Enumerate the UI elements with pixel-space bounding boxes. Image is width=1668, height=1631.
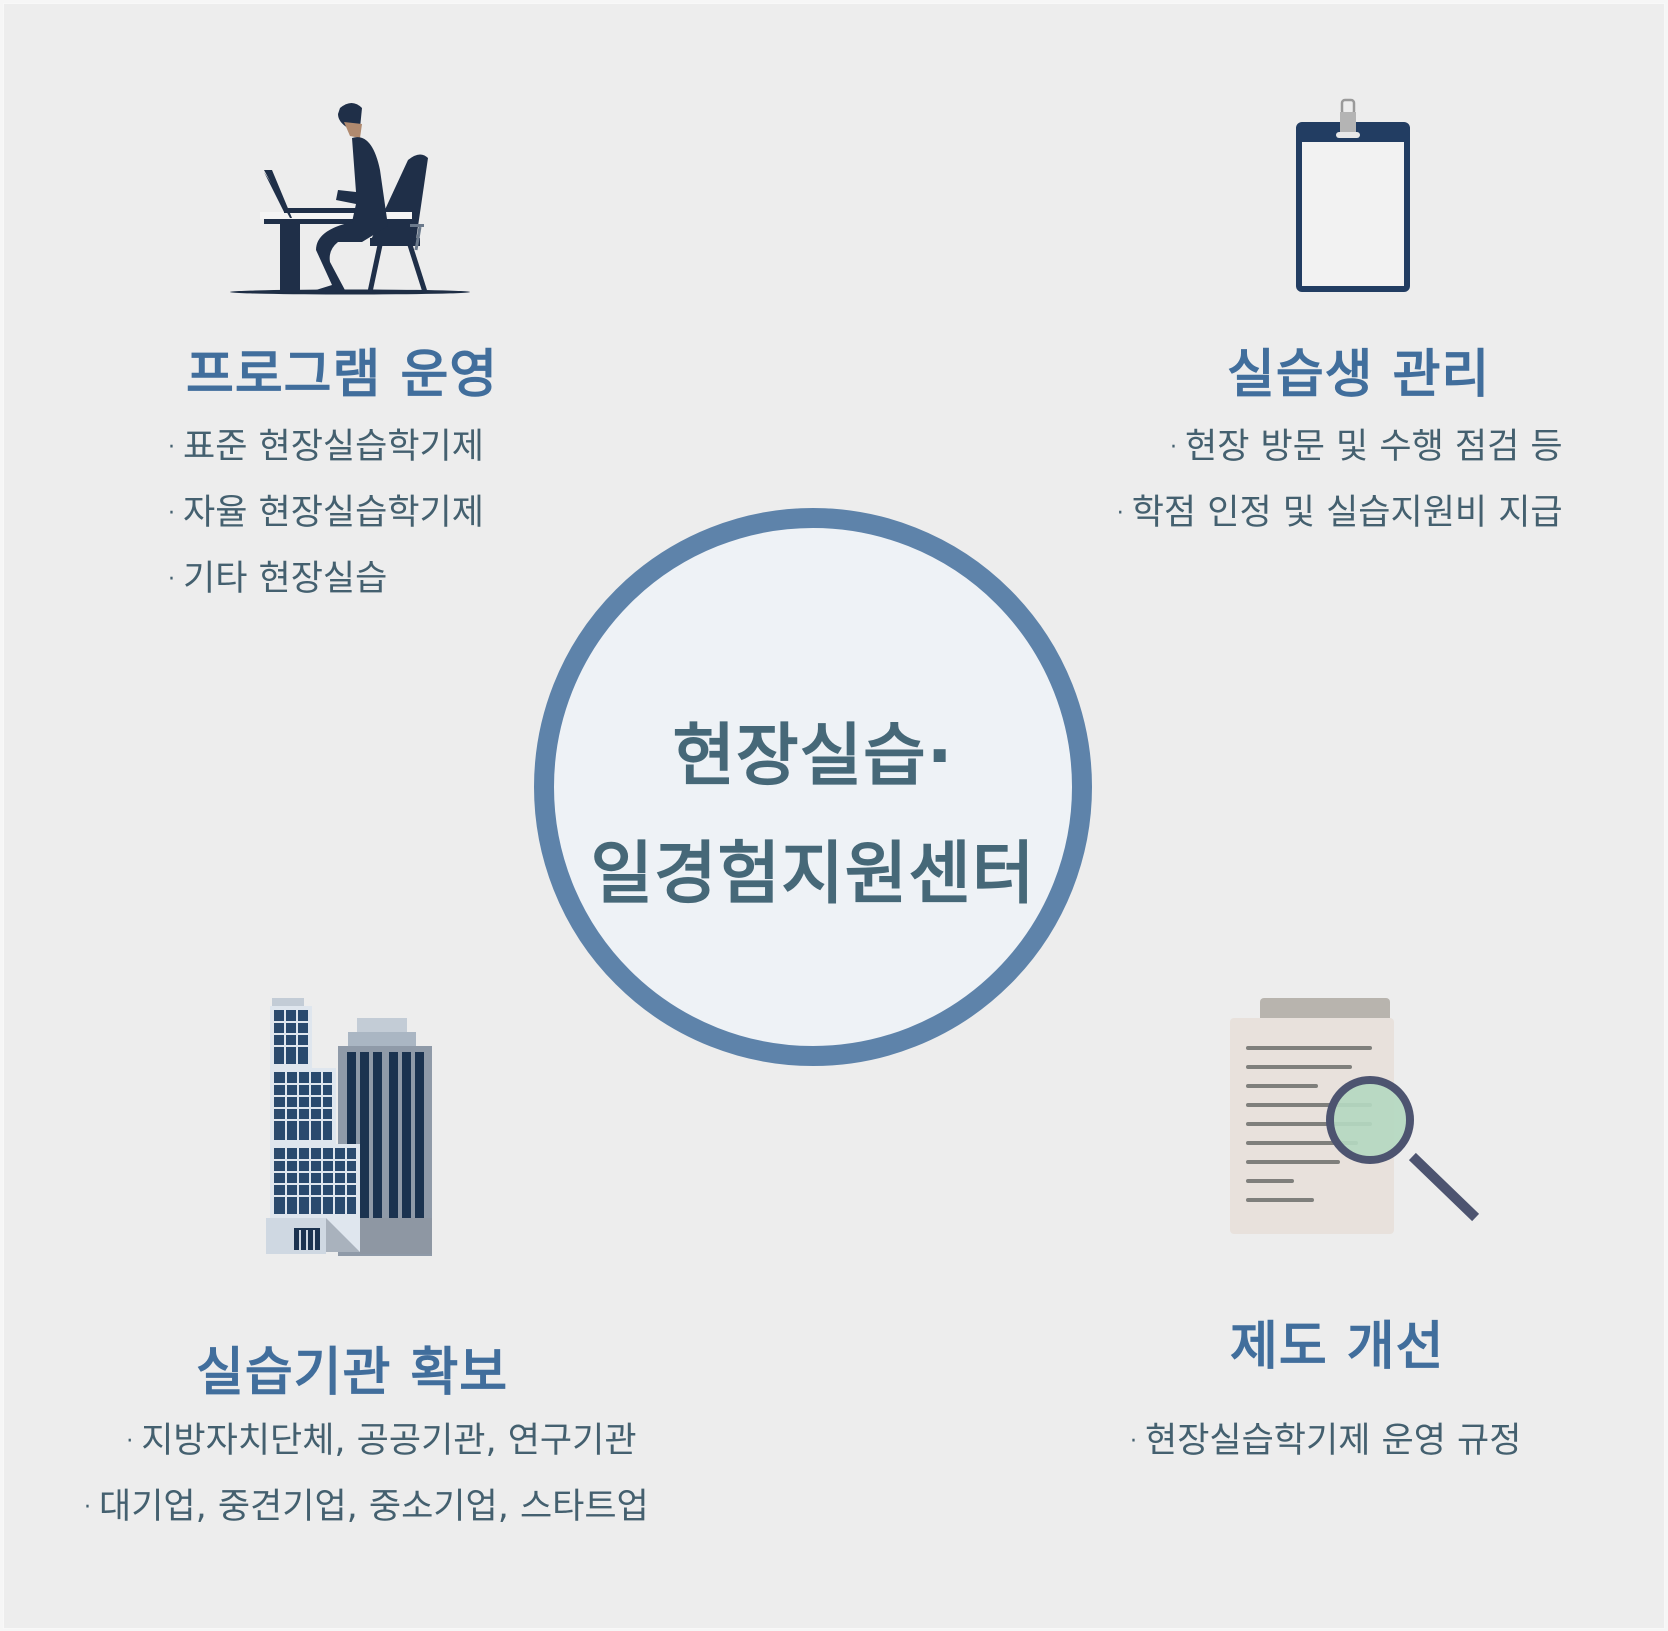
office-buildings-icon	[266, 998, 432, 1256]
list-item: ·기타 현장실습	[168, 559, 388, 599]
person-at-laptop-icon	[230, 103, 470, 295]
list-item: ·학점 인정 및 실습지원비 지급	[1116, 493, 1563, 533]
host-organization-title: 실습기관 확보	[196, 1343, 509, 1403]
center-title-line1: 현장실습·	[672, 717, 954, 796]
list-item: ·현장 방문 및 수행 점검 등	[1170, 427, 1563, 467]
intern-management-list: ·현장 방문 및 수행 점검 등 ·학점 인정 및 실습지원비 지급	[1117, 414, 1563, 546]
list-item: ·표준 현장실습학기제	[168, 427, 484, 467]
list-item: ·자율 현장실습학기제	[168, 493, 484, 533]
list-item: ·대기업, 중견기업, 중소기업, 스타트업	[84, 1487, 649, 1527]
intern-management-title: 실습생 관리	[1227, 345, 1491, 405]
clipboard-icon	[1296, 98, 1410, 292]
policy-improvement-list: ·현장실습학기제 운영 규정	[1130, 1408, 1521, 1474]
policy-improvement-title: 제도 개선	[1230, 1317, 1445, 1377]
list-item: ·현장실습학기제 운영 규정	[1130, 1421, 1522, 1461]
host-organization-list: ·지방자치단체, 공공기관, 연구기관 ·대기업, 중견기업, 중소기업, 스타…	[84, 1408, 649, 1540]
center-circle: 현장실습· 일경험지원센터	[534, 508, 1092, 1066]
program-operation-title: 프로그램 운영	[186, 345, 499, 405]
center-title-line2: 일경험지원센터	[590, 835, 1036, 914]
document-magnifier-icon	[1230, 998, 1480, 1234]
list-item: ·지방자치단체, 공공기관, 연구기관	[126, 1421, 637, 1461]
program-operation-list: ·표준 현장실습학기제 ·자율 현장실습학기제 ·기타 현장실습	[168, 414, 484, 612]
